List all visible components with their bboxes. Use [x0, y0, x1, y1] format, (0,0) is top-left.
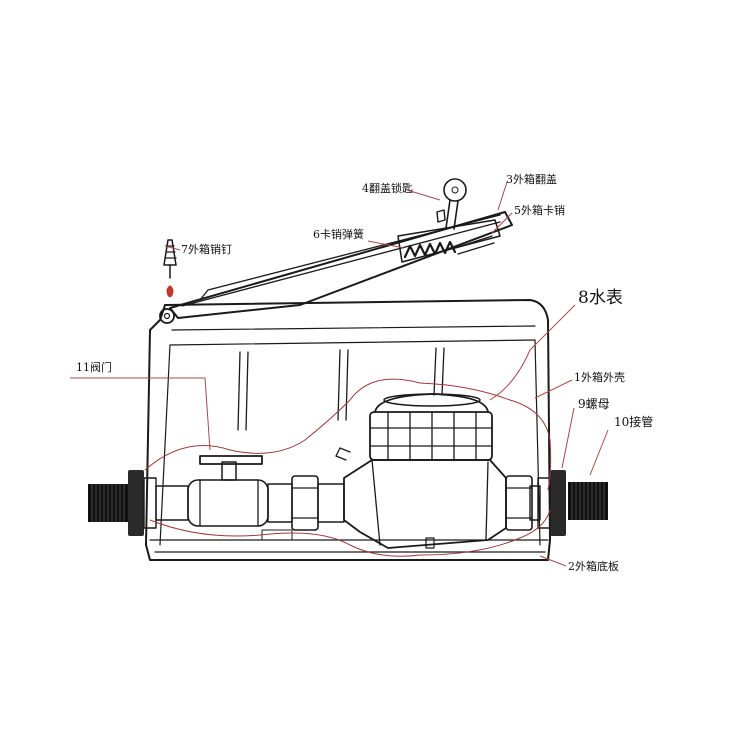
- valve: [187, 455, 293, 527]
- box-pin: [163, 239, 177, 298]
- label-latch-spring: 6卡销弹簧: [313, 227, 364, 241]
- left-nut: [128, 470, 189, 536]
- cutaway-outline: [144, 378, 552, 557]
- right-nut: [529, 470, 566, 536]
- label-lid: 3外箱翻盖: [506, 172, 557, 186]
- lid-key: [436, 178, 467, 230]
- left-pipe: [88, 484, 128, 522]
- label-latch: 5外箱卡销: [514, 203, 565, 217]
- label-water-meter: 8水表: [578, 288, 623, 308]
- label-lid-key: 4翻盖锁匙: [362, 181, 413, 195]
- water-meter: [335, 393, 507, 549]
- label-pipe: 10接管: [614, 414, 653, 429]
- right-pipe: [568, 482, 608, 520]
- label-box-pin: 7外箱销钉: [181, 242, 232, 256]
- latch-spring: [403, 235, 495, 259]
- label-nut: 9螺母: [578, 397, 610, 411]
- lid: [169, 211, 513, 319]
- outer-shell: [145, 299, 551, 561]
- union-coupling: [291, 475, 533, 531]
- label-valve: 11阀门: [76, 360, 112, 374]
- label-base-plate: 2外箱底板: [568, 559, 619, 573]
- leader-lines: [70, 181, 609, 567]
- label-outer-shell: 1外箱外壳: [574, 370, 625, 384]
